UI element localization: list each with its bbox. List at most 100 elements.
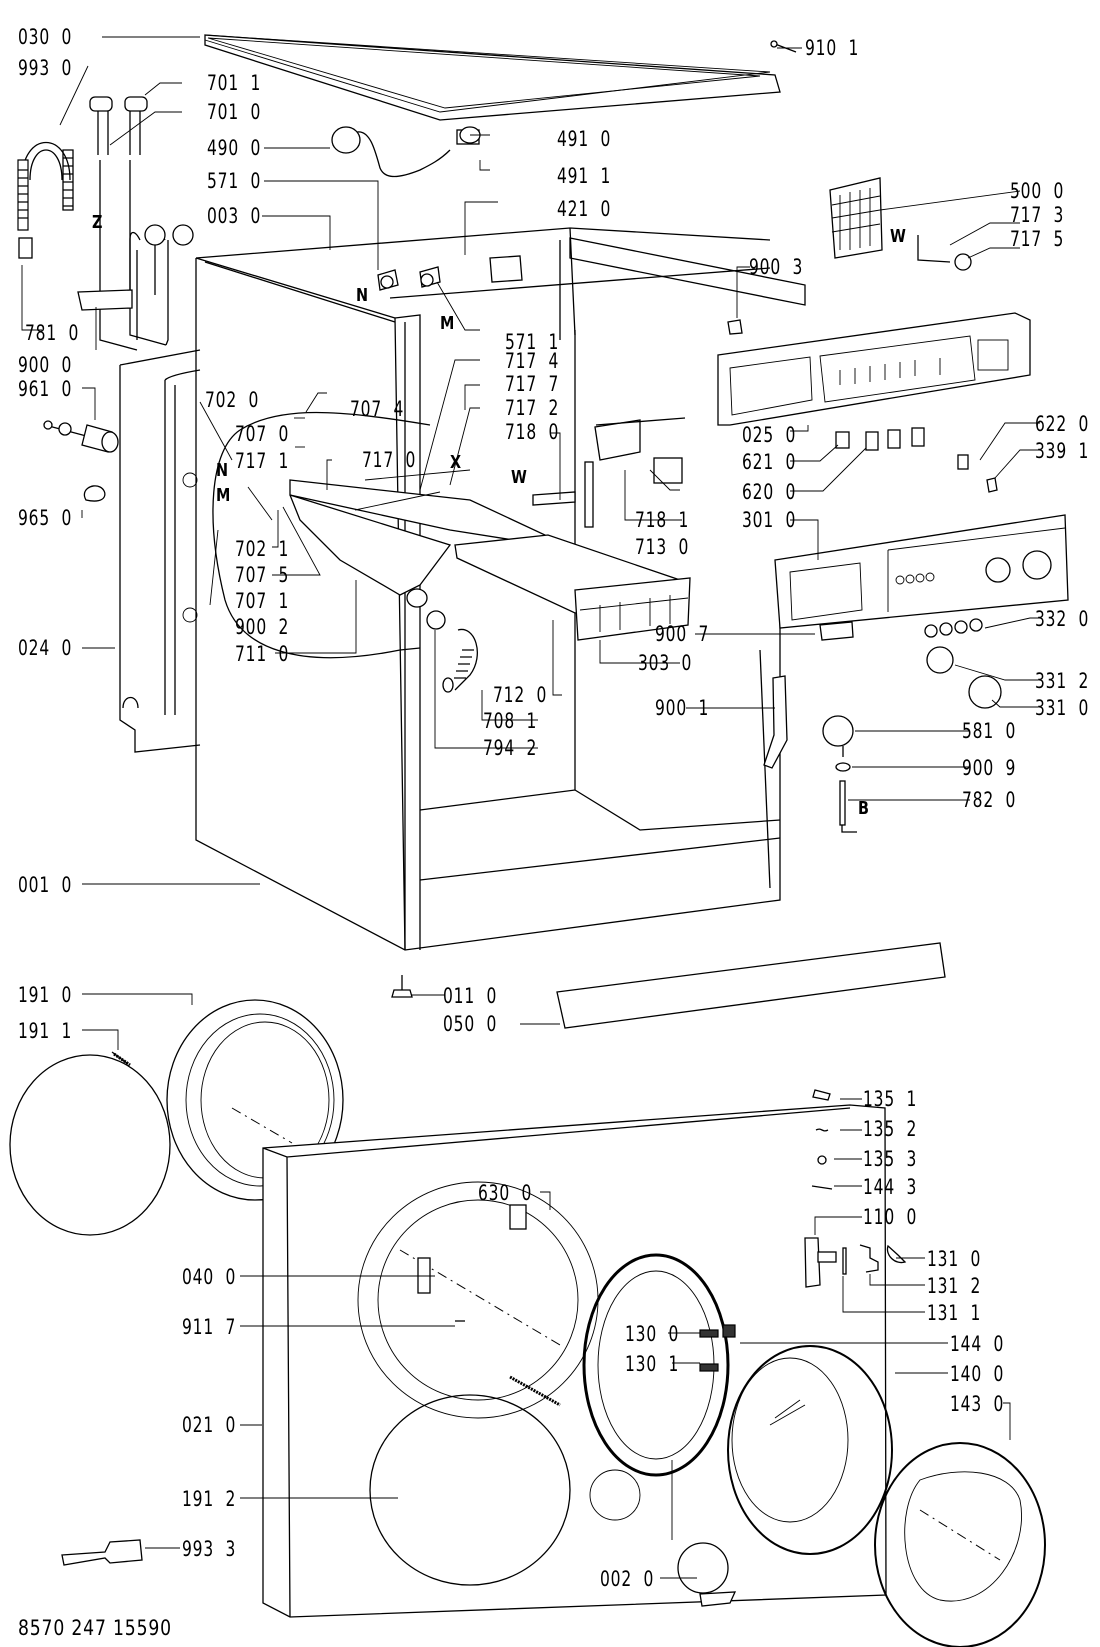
electronic-module [829,177,972,271]
mains-cable [331,126,481,178]
callout-707-0: 707 0 [235,422,290,446]
callout-331-2: 331 2 [1035,669,1090,693]
callout-002-0: 002 0 [600,1567,655,1591]
callout-993-3: 993 3 [182,1537,237,1561]
pressure-switch-assembly [822,715,857,833]
callout-191-1: 191 1 [18,1019,73,1043]
callout-711-0: 711 0 [235,642,290,666]
callout-135-1: 135 1 [863,1087,918,1111]
outer-door-frame [874,1442,1046,1647]
ref-letter-b: B [858,798,869,819]
callout-131-0: 131 0 [927,1247,982,1271]
ref-letter-x: X [450,452,462,473]
callout-130-1: 130 1 [625,1352,680,1376]
callout-702-0: 702 0 [205,388,260,412]
callout-332-0: 332 0 [1035,607,1090,631]
callout-143-0: 143 0 [950,1392,1005,1416]
screw-910-1 [770,40,797,53]
callout-701-0: 701 0 [207,100,262,124]
foot [391,975,413,998]
ref-letter-m: M [440,313,455,334]
callout-630-0: 630 0 [478,1181,533,1205]
cabinet [195,227,806,951]
detergent-drawer [454,534,691,641]
callout-025-0: 025 0 [742,423,797,447]
hose-holder-993-0 [17,142,74,259]
callout-144-3: 144 3 [863,1175,918,1199]
callout-717-0: 717 0 [362,448,417,472]
callout-622-0: 622 0 [1035,412,1090,436]
callout-961-0: 961 0 [18,377,73,401]
document-number: 8570 247 15590 [18,1616,172,1640]
callout-131-2: 131 2 [927,1274,982,1298]
ref-letter-m-left: M [216,485,231,506]
callout-701-1: 701 1 [207,71,262,95]
callout-718-1: 718 1 [635,508,690,532]
callout-900-1: 900 1 [655,696,710,720]
callout-620-0: 620 0 [742,480,797,504]
callout-900-9: 900 9 [962,756,1017,780]
callout-191-0: 191 0 [18,983,73,1007]
callout-718-0: 718 0 [505,420,560,444]
front-panel [262,1104,887,1618]
inner-door-frame [582,1253,736,1477]
callout-040-0: 040 0 [182,1265,237,1289]
clamp-900-3 [727,319,743,335]
callout-713-0: 713 0 [635,535,690,559]
callout-021-0: 021 0 [182,1413,237,1437]
callout-144-0: 144 0 [950,1332,1005,1356]
switches [835,427,998,493]
callout-491-0: 491 0 [557,127,612,151]
callout-708-1: 708 1 [483,709,538,733]
callout-900-3: 900 3 [749,255,804,279]
callout-781-0: 781 0 [25,321,80,345]
siphon-parts [532,417,686,528]
callout-191-2: 191 2 [182,1487,237,1511]
callout-571-1: 571 1 [505,330,560,354]
kickplate [556,942,946,1029]
callout-110-0: 110 0 [863,1205,918,1229]
leader-lines [21,36,1040,1579]
callout-135-3: 135 3 [863,1147,918,1171]
callout-702-1: 702 1 [235,537,290,561]
callout-491-1: 491 1 [557,164,612,188]
callout-301-0: 301 0 [742,508,797,532]
knobs-and-buttons [819,618,1002,709]
callout-717-2: 717 2 [505,396,560,420]
door-seal-spring [113,1052,131,1067]
callout-900-0: 900 0 [18,353,73,377]
ref-letter-n-left: N [216,460,229,481]
callout-131-1: 131 1 [927,1301,982,1325]
callout-717-3: 717 3 [1010,203,1065,227]
callout-130-0: 130 0 [625,1322,680,1346]
ref-letter-w: W [511,467,527,488]
callout-490-0: 490 0 [207,136,262,160]
callout-900-7: 900 7 [655,622,710,646]
callout-993-0: 993 0 [18,56,73,80]
callout-421-0: 421 0 [557,197,612,221]
inlet-hoses [77,96,194,351]
ref-letter-z: Z [92,212,103,233]
callout-030-0: 030 0 [18,25,73,49]
callout-571-0: 571 0 [207,169,262,193]
callout-794-2: 794 2 [483,736,538,760]
callout-135-2: 135 2 [863,1117,918,1141]
callout-900-2: 900 2 [235,615,290,639]
ref-letter-n: N [356,285,369,306]
top-cover [204,34,781,121]
dispenser-housing [212,411,546,693]
callout-500-0: 500 0 [1010,179,1065,203]
door-glass [727,1345,893,1555]
callout-911-7: 911 7 [182,1315,237,1339]
callout-001-0: 001 0 [18,873,73,897]
callout-717-7: 717 7 [505,372,560,396]
callout-717-4: 717 4 [505,349,560,373]
callout-621-0: 621 0 [742,450,797,474]
callout-712-0: 712 0 [493,683,548,707]
callout-339-1: 339 1 [1035,439,1090,463]
control-panel-frame [717,312,1031,426]
callout-011-0: 011 0 [443,984,498,1008]
callout-024-0: 024 0 [18,636,73,660]
